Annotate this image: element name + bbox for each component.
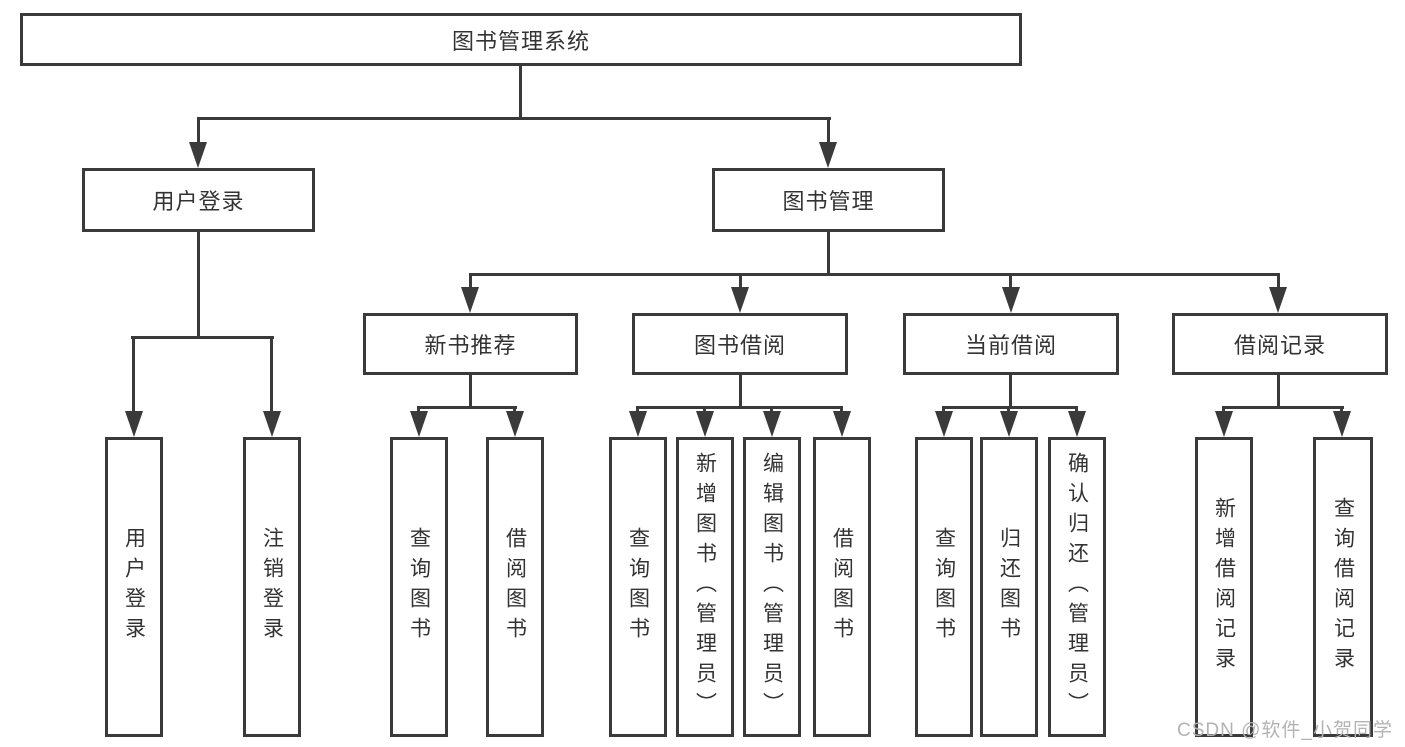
node-edit-book-admin: 编辑图书（管理员）: [743, 437, 801, 737]
node-return-book: 归还图书: [980, 437, 1038, 737]
connector-vertical-line: [1277, 275, 1280, 290]
connector-vertical-line: [739, 375, 742, 409]
node-label: 新书推荐: [424, 333, 517, 358]
arrowhead-down-icon: [125, 411, 143, 437]
node-current-borrowing: 当前借阅: [903, 313, 1119, 375]
connector-vertical-line: [469, 275, 472, 290]
node-label: 图书借阅: [693, 333, 786, 358]
arrowhead-down-icon: [263, 411, 281, 437]
connector-horizontal-line: [942, 406, 1078, 409]
arrowhead-down-icon: [1000, 411, 1018, 437]
connector-vertical-line: [469, 375, 472, 409]
arrowhead-down-icon: [1002, 287, 1020, 313]
node-label: 图书管理: [782, 189, 875, 214]
node-query-books-current: 查询图书: [915, 437, 973, 737]
node-book-management: 图书管理: [712, 168, 945, 232]
node-user-login-action: 用户登录: [105, 437, 163, 737]
node-query-books-recommendation: 查询图书: [390, 437, 448, 737]
connector-vertical-line: [739, 275, 742, 290]
arrowhead-down-icon: [1269, 287, 1287, 313]
arrowhead-down-icon: [629, 411, 647, 437]
connector-horizontal-line: [469, 273, 1280, 276]
node-label: 用户登录: [152, 189, 245, 214]
node-borrow-books-recommendation: 借阅图书: [486, 437, 544, 737]
node-query-borrow-record: 查询借阅记录: [1313, 437, 1373, 737]
node-label: 图书管理系统: [451, 28, 590, 54]
node-user-login: 用户登录: [82, 168, 315, 232]
connector-vertical-line: [197, 119, 200, 145]
connector-horizontal-line: [197, 117, 831, 120]
node-label: 借阅记录: [1233, 333, 1326, 358]
connector-horizontal-line: [1222, 406, 1344, 409]
arrowhead-down-icon: [506, 411, 524, 437]
node-label: 当前借阅: [964, 333, 1057, 358]
arrowhead-down-icon: [763, 411, 781, 437]
arrowhead-down-icon: [833, 411, 851, 437]
connector-vertical-line: [1277, 375, 1280, 409]
node-add-book-admin: 新增图书（管理员）: [676, 437, 734, 737]
node-add-borrow-record: 新增借阅记录: [1195, 437, 1253, 737]
arrowhead-down-icon: [410, 411, 428, 437]
node-query-books-borrowing: 查询图书: [609, 437, 667, 737]
arrowhead-down-icon: [696, 411, 714, 437]
arrowhead-down-icon: [189, 142, 207, 168]
connector-horizontal-line: [636, 406, 843, 409]
connector-vertical-line: [827, 232, 830, 276]
connector-vertical-line: [1009, 275, 1012, 290]
connector-vertical-line: [1009, 375, 1012, 409]
node-confirm-return-admin: 确认归还（管理员）: [1048, 437, 1106, 737]
node-logout: 注销登录: [243, 437, 301, 737]
node-library-management-system: 图书管理系统: [20, 13, 1022, 66]
arrowhead-down-icon: [731, 287, 749, 313]
connector-vertical-line: [270, 338, 273, 414]
node-borrowing-records: 借阅记录: [1172, 313, 1388, 375]
node-book-borrowing: 图书借阅: [632, 313, 848, 375]
node-borrow-books-borrowing: 借阅图书: [813, 437, 871, 737]
arrowhead-down-icon: [1333, 411, 1351, 437]
connector-vertical-line: [197, 232, 200, 339]
arrowhead-down-icon: [935, 411, 953, 437]
arrowhead-down-icon: [819, 142, 837, 168]
connector-horizontal-line: [131, 336, 274, 339]
arrowhead-down-icon: [1215, 411, 1233, 437]
node-new-book-recommendation: 新书推荐: [363, 313, 578, 375]
arrowhead-down-icon: [461, 287, 479, 313]
arrowhead-down-icon: [1068, 411, 1086, 437]
connector-vertical-line: [132, 338, 135, 414]
connector-vertical-line: [519, 64, 522, 120]
csdn-watermark: CSDN @软件_小贺同学: [1177, 720, 1393, 741]
connector-vertical-line: [827, 119, 830, 145]
connector-horizontal-line: [417, 406, 517, 409]
